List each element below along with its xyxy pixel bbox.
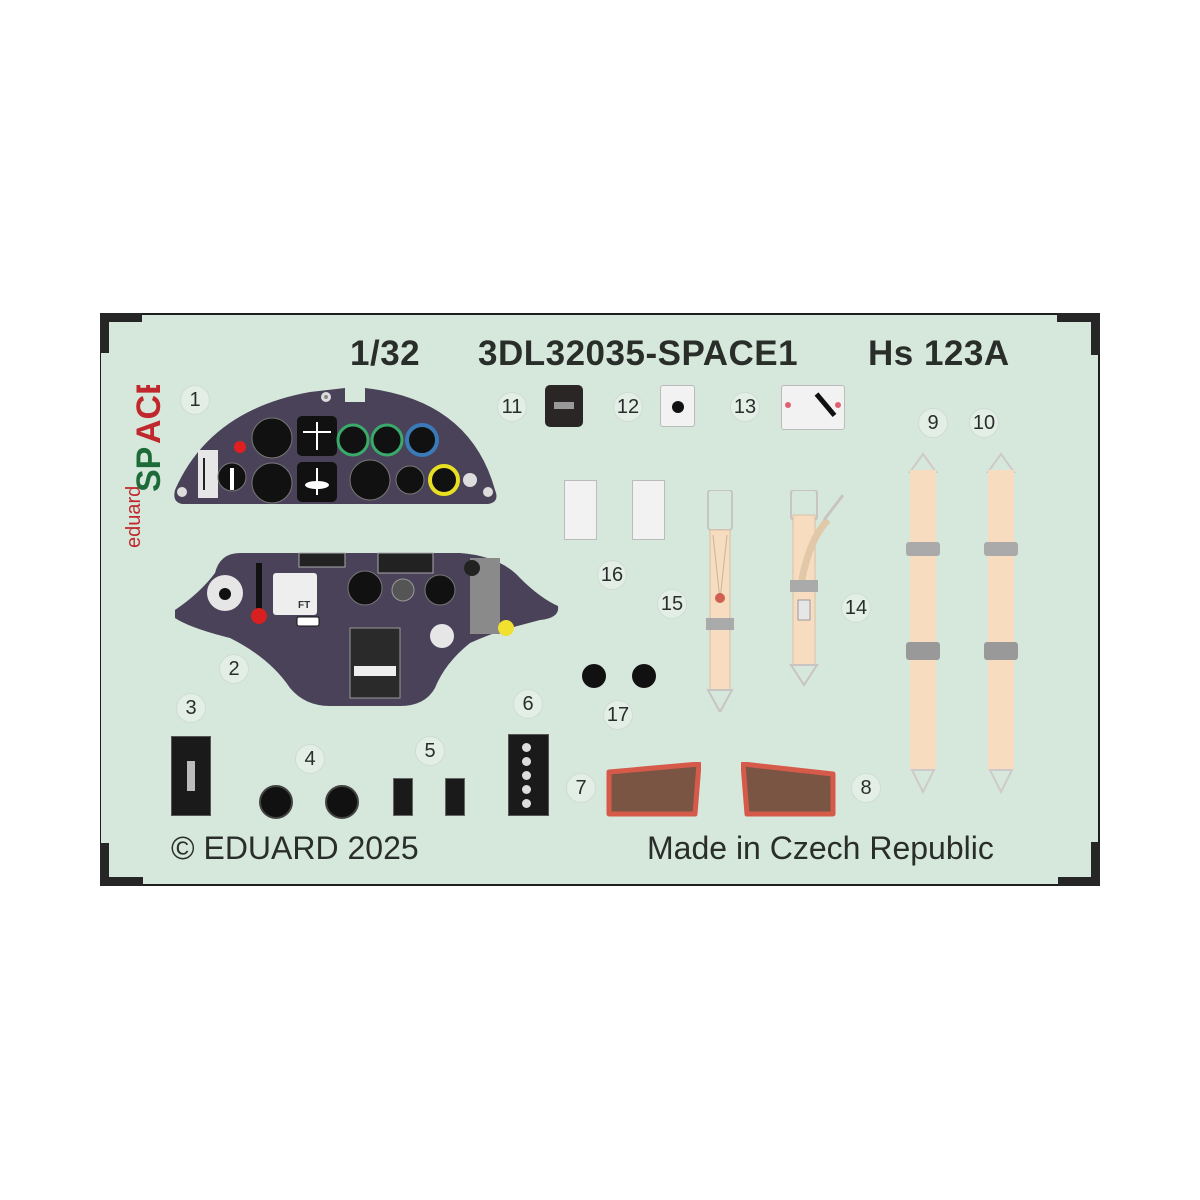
part-number-2: 2 bbox=[219, 654, 249, 684]
part-number-16: 16 bbox=[597, 560, 627, 590]
eduard-space-logo: eduard SP ACE bbox=[123, 385, 164, 548]
part-number-14: 14 bbox=[841, 593, 871, 623]
svg-text:ACE: ACE bbox=[130, 385, 164, 444]
scale-label: 1/32 bbox=[350, 334, 421, 373]
corner-bracket-bottom-left bbox=[100, 877, 143, 886]
part-number-7: 7 bbox=[566, 773, 596, 803]
part-number-1: 1 bbox=[180, 385, 210, 415]
part-number-8: 8 bbox=[851, 773, 881, 803]
copyright-text: © EDUARD 2025 bbox=[171, 830, 419, 866]
small-placard-right bbox=[445, 778, 465, 816]
seat-cushion-left bbox=[606, 762, 701, 817]
part-number-4: 4 bbox=[295, 744, 325, 774]
part-number-13: 13 bbox=[730, 392, 760, 422]
main-instrument-panel bbox=[174, 388, 497, 504]
part-number-10: 10 bbox=[969, 408, 999, 438]
corner-bracket-bottom-left bbox=[100, 843, 109, 886]
white-switch-plate bbox=[660, 385, 695, 427]
black-placard bbox=[171, 736, 211, 816]
small-placard-left bbox=[393, 778, 413, 816]
part-number-12: 12 bbox=[613, 392, 643, 422]
shoulder-harness-9 bbox=[906, 452, 940, 795]
part-number-15: 15 bbox=[657, 589, 687, 619]
part-number-17: 17 bbox=[603, 700, 633, 730]
origin-text: Made in Czech Republic bbox=[647, 830, 994, 866]
part-number-3: 3 bbox=[176, 693, 206, 723]
lap-belt-14 bbox=[789, 490, 845, 687]
corner-bracket-top-left bbox=[100, 313, 142, 322]
switch-panel bbox=[508, 734, 549, 816]
lower-instrument-panel: FT bbox=[175, 552, 559, 706]
round-gauge-left bbox=[582, 664, 606, 688]
part-number-5: 5 bbox=[415, 736, 445, 766]
logo-eduard-text: eduard bbox=[123, 486, 145, 548]
part-number-6: 6 bbox=[513, 689, 543, 719]
shoulder-harness-10 bbox=[984, 452, 1018, 795]
seat-cushion-right bbox=[741, 762, 836, 817]
corner-bracket-top-right bbox=[1091, 313, 1100, 355]
lap-belt-15 bbox=[706, 490, 734, 712]
aircraft-name: Hs 123A bbox=[868, 334, 1010, 373]
switch-plate-right bbox=[632, 480, 665, 540]
svg-text:SP: SP bbox=[130, 447, 164, 492]
corner-bracket-top-right bbox=[1057, 313, 1100, 322]
corner-bracket-bottom-right bbox=[1058, 877, 1100, 886]
part-number-9: 9 bbox=[918, 408, 948, 438]
corner-bracket-top-left bbox=[100, 313, 109, 353]
small-gauge-right bbox=[325, 785, 359, 819]
corner-bracket-bottom-right bbox=[1091, 842, 1100, 886]
white-lever-plate bbox=[781, 385, 845, 430]
small-gauge-left bbox=[259, 785, 293, 819]
part-number-11: 11 bbox=[497, 392, 527, 422]
svg-text:FT: FT bbox=[298, 600, 310, 611]
product-code: 3DL32035-SPACE1 bbox=[478, 334, 799, 373]
round-gauge-right bbox=[632, 664, 656, 688]
switch-plate-left bbox=[564, 480, 597, 540]
dark-placard bbox=[545, 385, 583, 427]
